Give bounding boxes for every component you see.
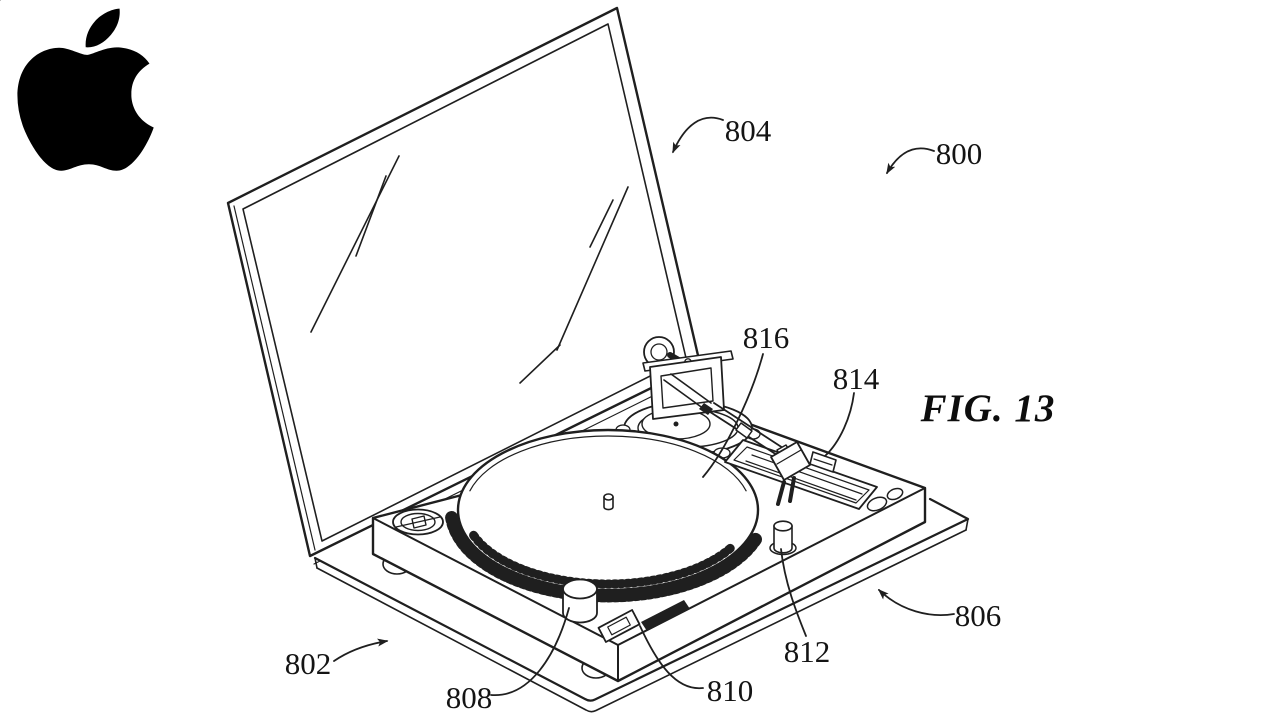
gimbal-frame <box>649 356 725 420</box>
ref-label-816: 816 <box>743 320 790 355</box>
leader-816 <box>702 353 764 478</box>
leader-808 <box>490 607 570 696</box>
screen-reflections <box>310 155 629 384</box>
platter <box>445 428 762 603</box>
ref-label-808: 808 <box>446 680 493 715</box>
ref-label-804: 804 <box>725 113 772 148</box>
start-stop-knob <box>562 578 598 624</box>
pitch-slider-thumb <box>809 451 837 473</box>
cartridge-plug <box>770 441 811 506</box>
leader-lines <box>333 116 955 696</box>
ref-label-814: 814 <box>833 361 880 396</box>
leader-802 <box>333 638 389 662</box>
spindle <box>603 493 614 511</box>
speed-strip <box>641 600 690 631</box>
ref-label-800: 800 <box>936 136 983 171</box>
tonearm-tube <box>706 402 784 456</box>
leader-814 <box>824 392 855 457</box>
ref-label-806: 806 <box>955 598 1002 633</box>
leader-804 <box>672 116 724 154</box>
ref-label-812: 812 <box>784 634 831 669</box>
ref-label-802: 802 <box>285 646 332 681</box>
apple-logo <box>17 8 154 171</box>
corner-screw <box>392 508 444 536</box>
tonearm <box>642 336 811 506</box>
pitch-slider <box>724 439 878 510</box>
leader-810 <box>639 625 704 689</box>
rear-post <box>769 520 797 556</box>
leader-806 <box>877 588 955 616</box>
front-button <box>597 609 641 643</box>
leader-800 <box>886 147 935 175</box>
ref-label-810: 810 <box>707 673 754 708</box>
figure-caption: FIG. 13 <box>920 387 1056 430</box>
leader-812 <box>780 548 807 637</box>
deck-buttons <box>866 487 904 512</box>
